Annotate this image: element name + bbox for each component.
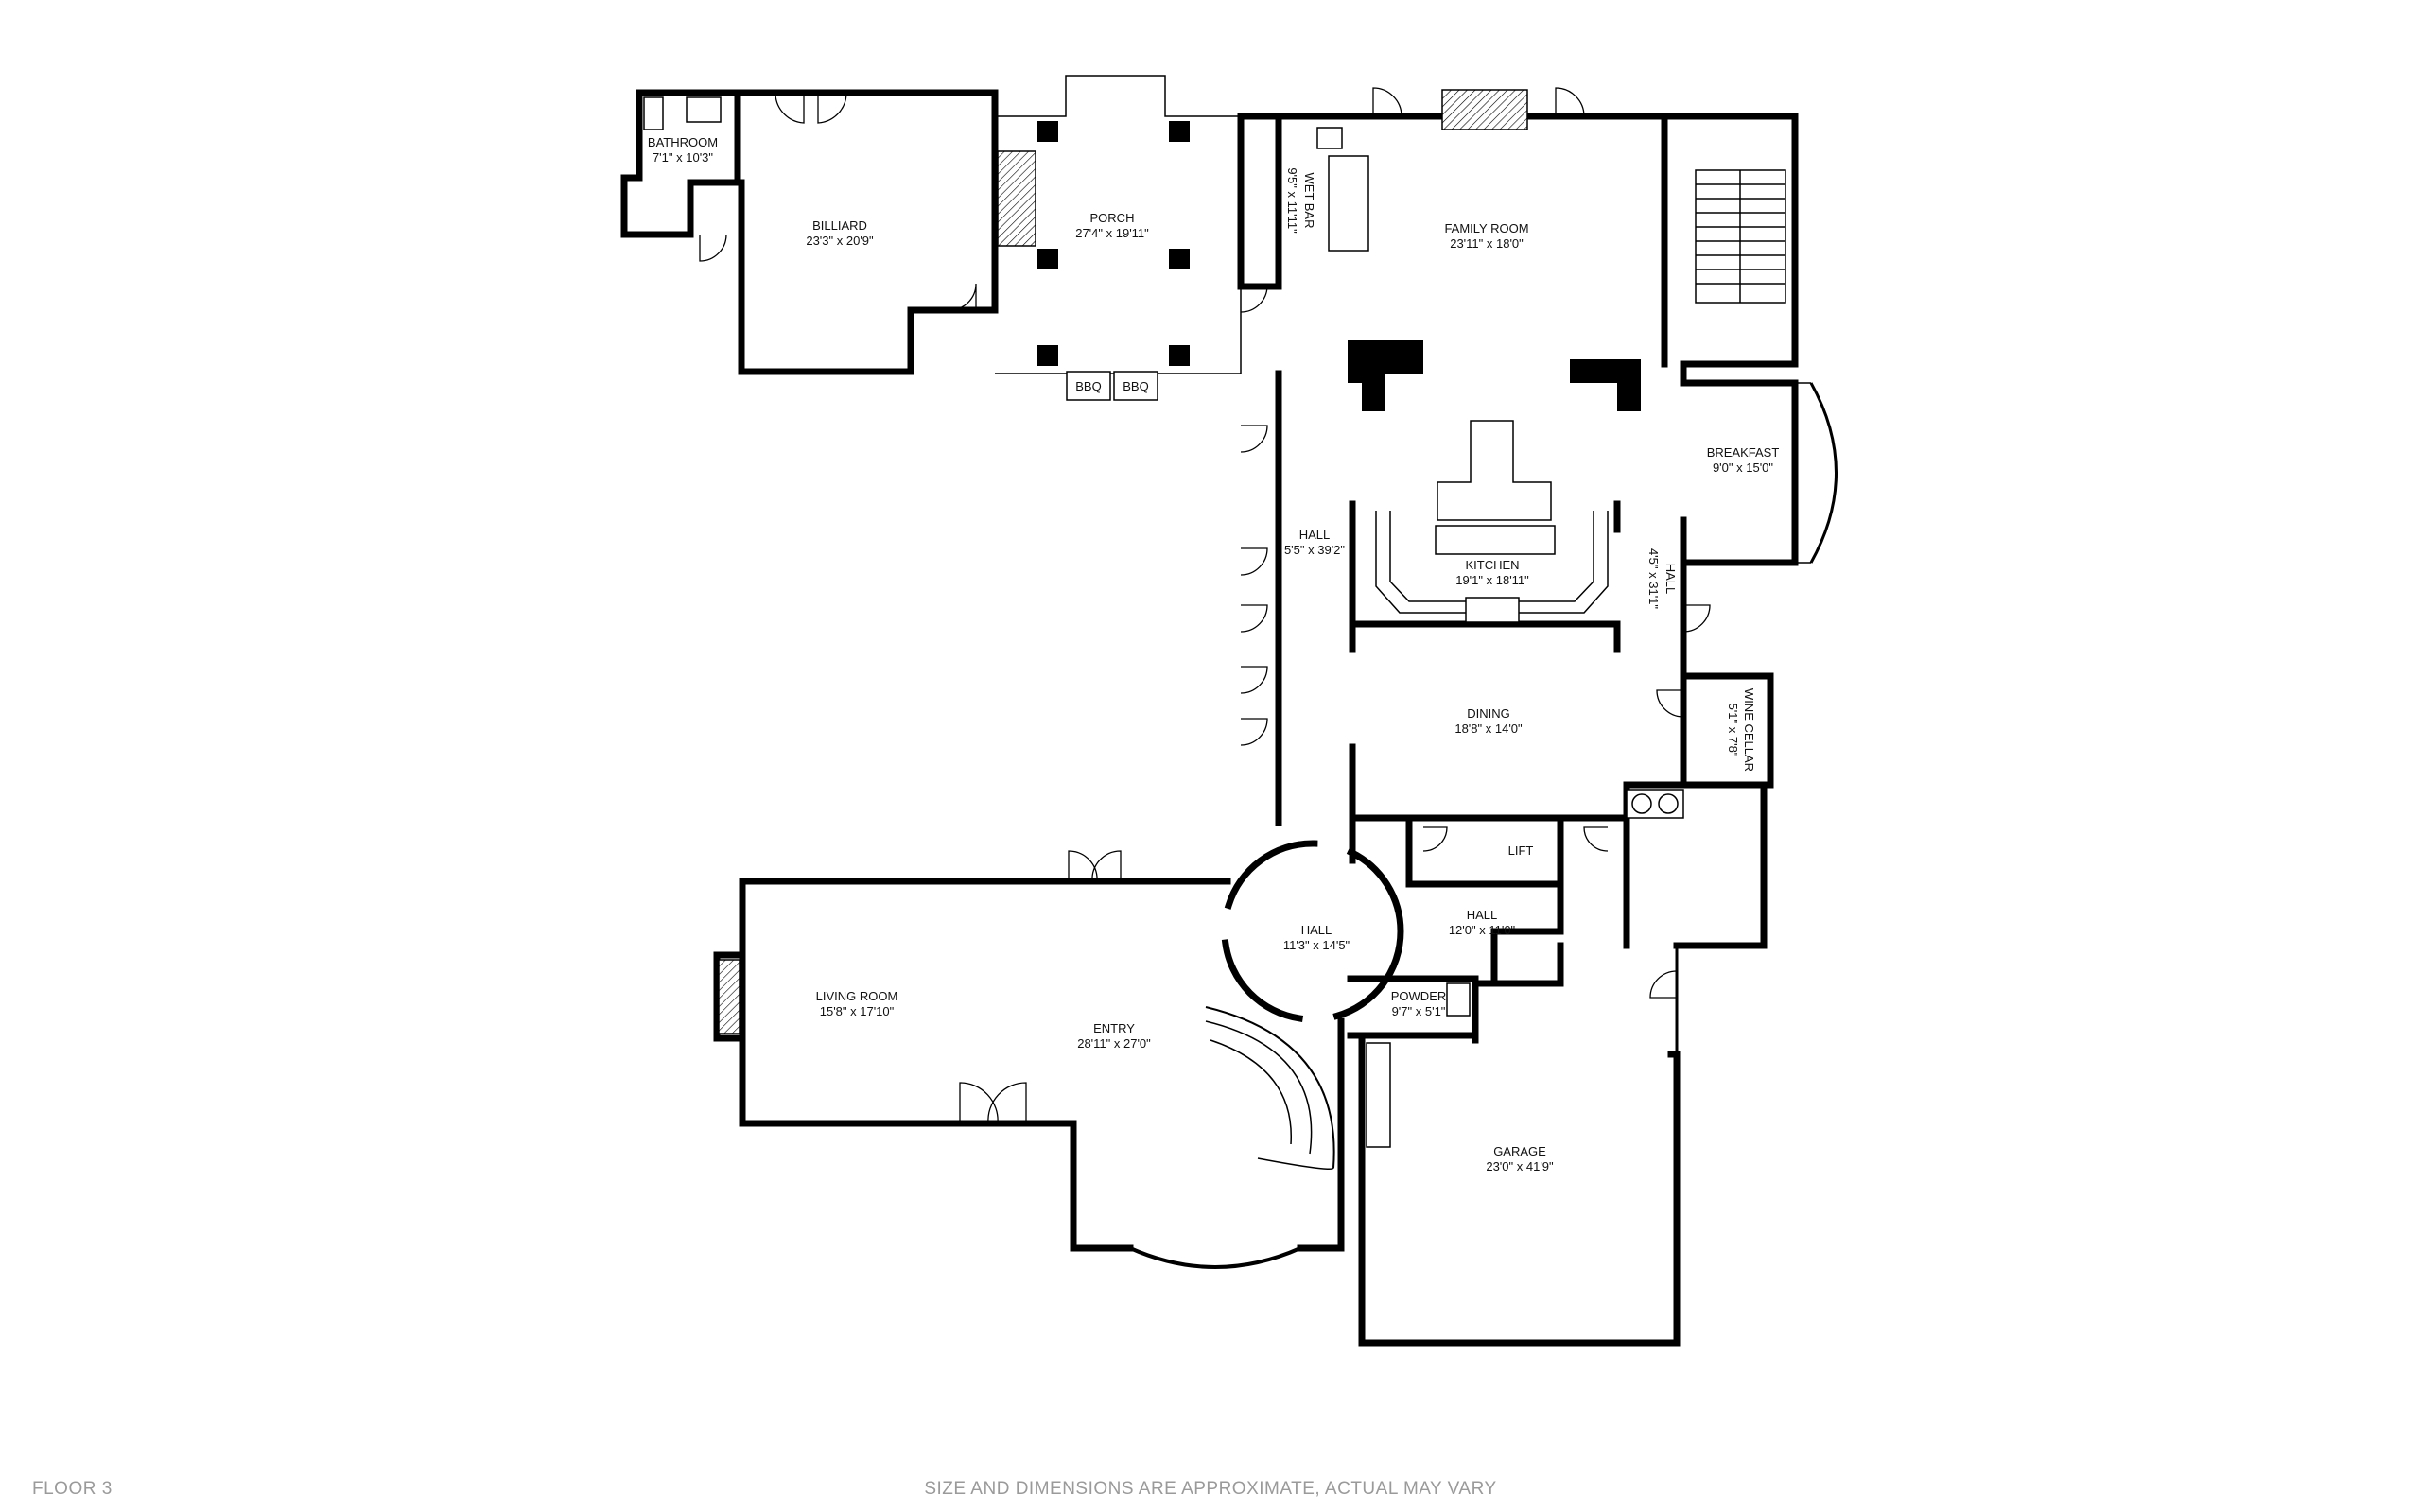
bathroom-name: BATHROOM xyxy=(648,135,718,149)
breakfast-walls xyxy=(1680,360,1799,566)
wet-bar-counter xyxy=(1328,155,1369,252)
hall-rotunda-name: HALL xyxy=(1301,923,1332,937)
living-room-name: LIVING ROOM xyxy=(816,989,898,1003)
bbq-2-box xyxy=(1113,371,1158,401)
wet-bar-walls xyxy=(1237,113,1282,290)
kitchen-dims: 19'1" x 18'11" xyxy=(1455,573,1529,587)
family-room-name: FAMILY ROOM xyxy=(1444,221,1528,235)
entry-curved-stair xyxy=(1205,1006,1335,1170)
dining-name: DINING xyxy=(1467,706,1510,721)
breakfast-dims: 9'0" x 15'0" xyxy=(1713,461,1773,475)
fixtures xyxy=(643,89,1786,1170)
entry-dims: 28'11" x 27'0" xyxy=(1077,1036,1151,1051)
doors xyxy=(699,87,1711,1124)
garage-stairs xyxy=(1366,1042,1391,1148)
cooktop xyxy=(1465,597,1520,623)
dining-dims: 18'8" x 14'0" xyxy=(1454,721,1523,736)
entry-walls xyxy=(931,878,1345,1252)
range-hood xyxy=(1437,420,1552,521)
porch-fireplace xyxy=(997,150,1036,247)
dining-south-wall xyxy=(1349,743,1630,822)
family-room-dims: 23'11" x 18'0" xyxy=(1450,236,1524,251)
hall-east-dims: 4'5" x 31'1" xyxy=(1646,548,1661,609)
hall-south-name: HALL xyxy=(1467,908,1498,922)
room-labels: BATHROOM 7'1" x 10'3" BILLIARD 23'3" x 2… xyxy=(648,135,1779,1173)
porch-columns xyxy=(1037,121,1190,366)
bath-tub xyxy=(643,96,664,130)
north-stairs xyxy=(1695,169,1786,304)
stair-tower-walls xyxy=(1661,113,1799,368)
bbq-2-label: BBQ xyxy=(1123,379,1148,393)
lift-name: LIFT xyxy=(1508,843,1534,858)
bathroom-walls xyxy=(620,89,741,238)
entry-bay xyxy=(1129,1246,1301,1269)
powder-walls xyxy=(1347,975,1479,1039)
rotunda-wall xyxy=(1221,840,1404,1023)
kitchen-name: KITCHEN xyxy=(1465,558,1519,572)
lift-walls xyxy=(1349,814,1564,1044)
hall-east-name: HALL xyxy=(1663,564,1678,595)
floor-label: FLOOR 3 xyxy=(32,1479,113,1499)
living-room-walls xyxy=(739,878,951,1127)
wine-cellar-walls xyxy=(1682,672,1774,789)
wine-cellar-dims: 5'1" x 7'8" xyxy=(1726,704,1740,757)
bbq-1-box xyxy=(1066,371,1111,401)
wine-cellar-name: WINE CELLAR xyxy=(1742,688,1756,772)
hall-rotunda-dims: 11'3" x 14'5" xyxy=(1283,938,1350,952)
bath-sink xyxy=(686,96,722,123)
powder-dims: 9'7" x 5'1" xyxy=(1392,1004,1446,1018)
walls xyxy=(620,75,1838,1347)
breakfast-bay xyxy=(1809,382,1838,564)
billiard-name: BILLIARD xyxy=(812,218,867,233)
porch-dims: 27'4" x 19'11" xyxy=(1075,226,1149,240)
bbq-1-label: BBQ xyxy=(1075,379,1101,393)
powder-sink xyxy=(1446,982,1471,1017)
powder-name: POWDER xyxy=(1391,989,1447,1003)
billiard-walls xyxy=(734,89,999,375)
family-room-fireplace xyxy=(1441,89,1528,130)
disclaimer: SIZE AND DIMENSIONS ARE APPROXIMATE, ACT… xyxy=(924,1479,1496,1499)
fireplace-wall xyxy=(713,951,746,1042)
wet-bar-sink xyxy=(1316,127,1343,149)
kitchen-pillar-left xyxy=(1348,340,1423,411)
garage-dims: 23'0" x 41'9" xyxy=(1486,1159,1554,1173)
breakfast-name: BREAKFAST xyxy=(1707,445,1780,460)
wet-bar-dims: 9'5" x 11'11" xyxy=(1285,167,1299,234)
hall-south-dims: 12'0" x 11'0" xyxy=(1449,923,1516,937)
kitchen-walls xyxy=(1349,500,1621,653)
hall-west-name: HALL xyxy=(1299,528,1331,542)
kitchen-pillar-right xyxy=(1570,359,1641,411)
porch-name: PORCH xyxy=(1090,211,1135,225)
living-room-dims: 15'8" x 17'10" xyxy=(820,1004,895,1018)
porch-outline xyxy=(995,75,1242,374)
kitchen-island xyxy=(1435,525,1556,555)
living-room-fireplace xyxy=(718,959,740,1034)
hall-west-dims: 5'5" x 39'2" xyxy=(1284,543,1345,557)
entry-name: ENTRY xyxy=(1093,1021,1135,1035)
billiard-dims: 23'3" x 20'9" xyxy=(806,234,874,248)
bathroom-dims: 7'1" x 10'3" xyxy=(653,150,713,165)
garage-name: GARAGE xyxy=(1493,1144,1546,1158)
wet-bar-name: WET BAR xyxy=(1302,173,1316,229)
